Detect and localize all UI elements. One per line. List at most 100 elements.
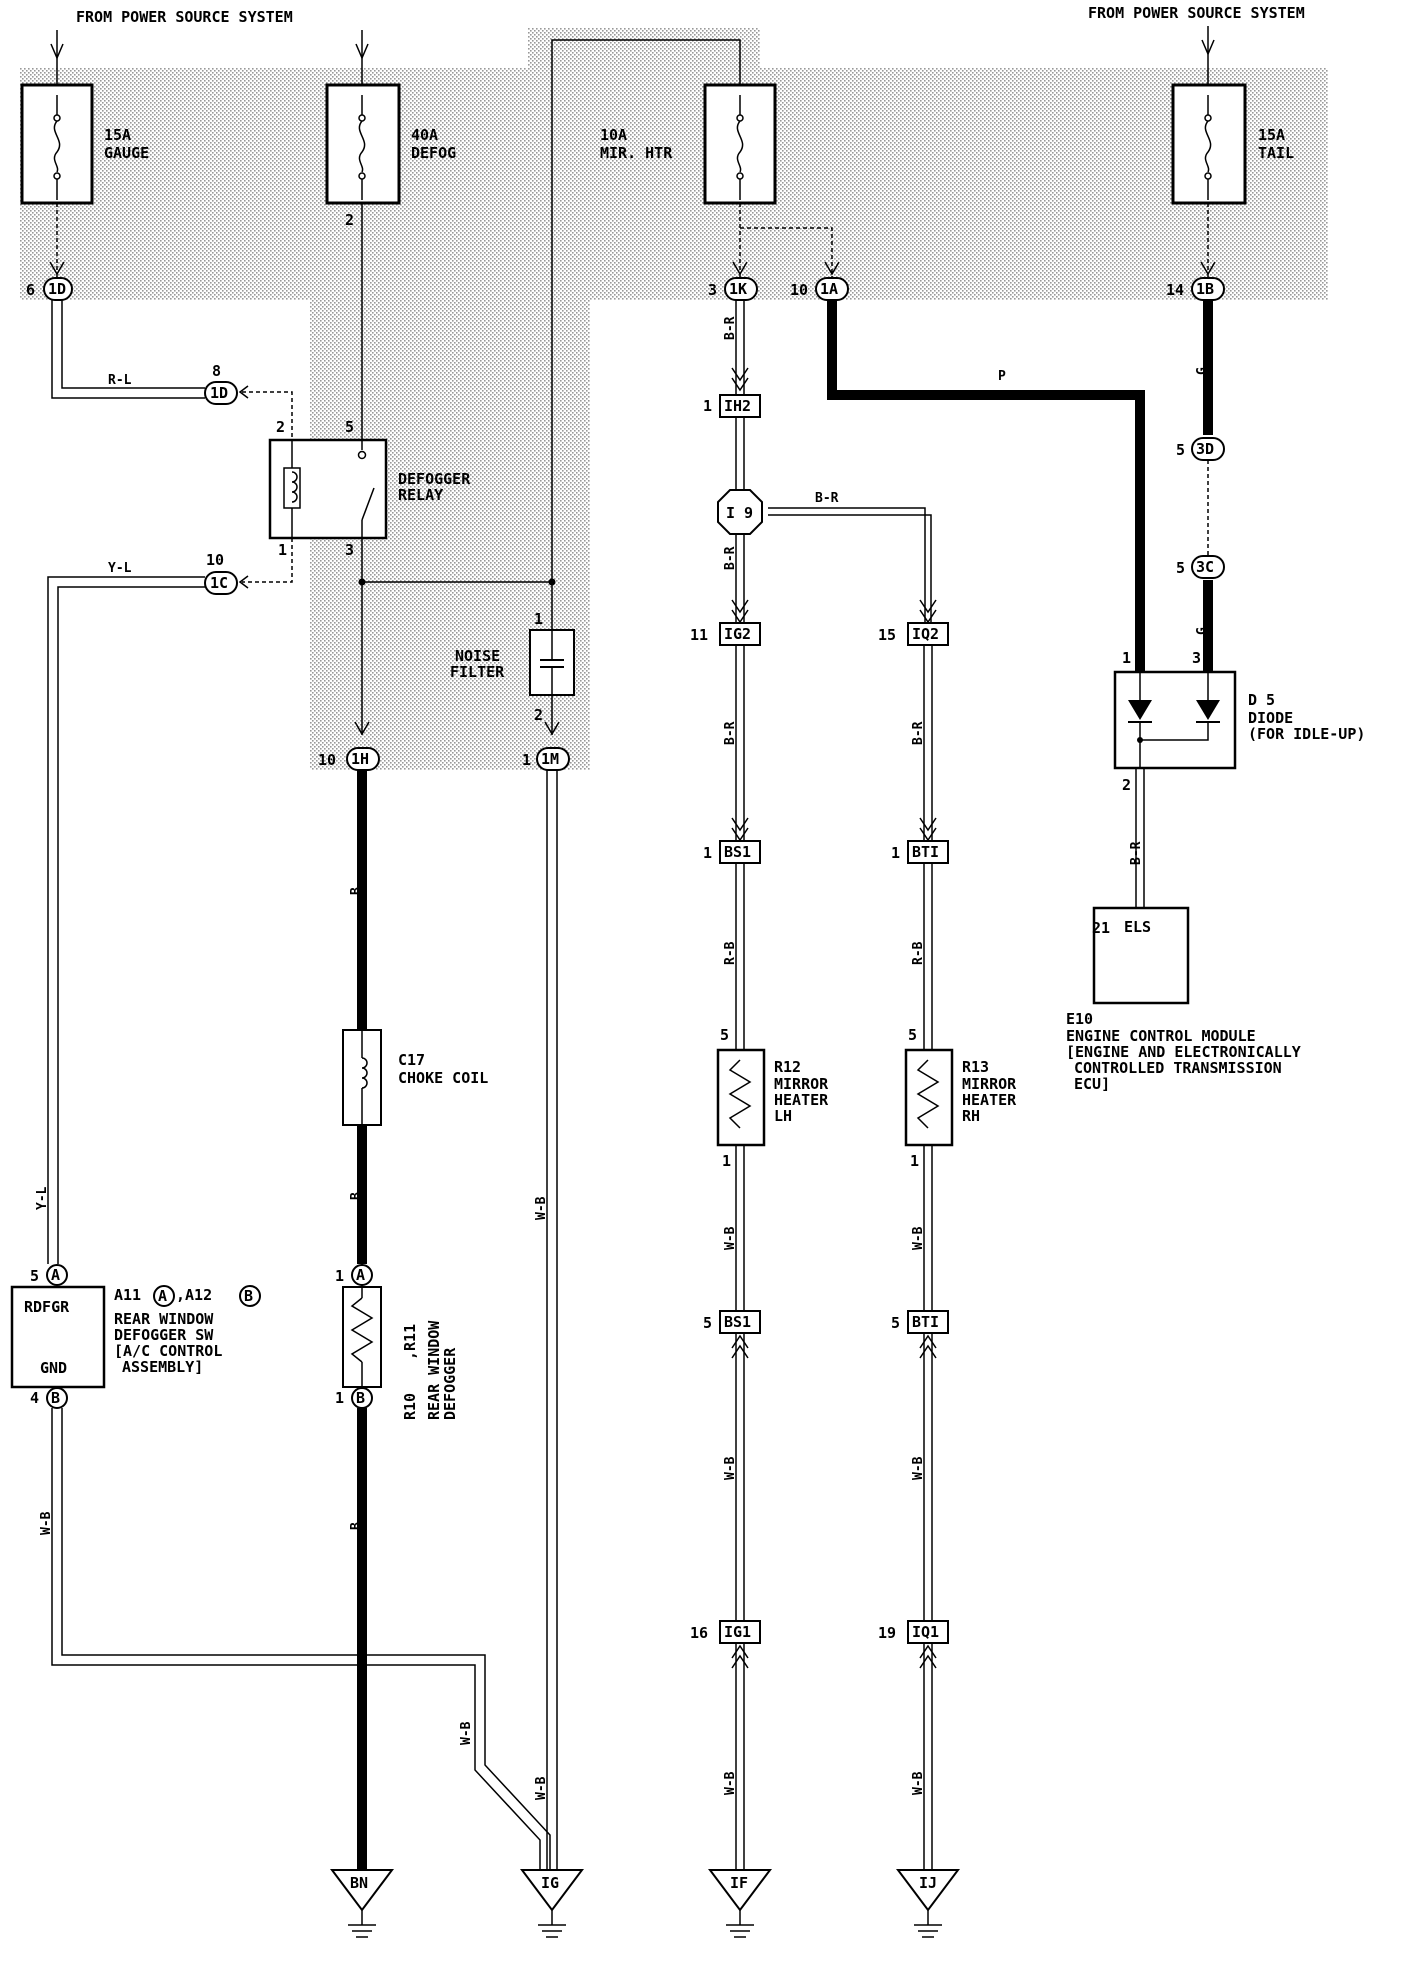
svg-text:1M: 1M [541,750,559,768]
wire-label-br-4: B-R [723,721,738,745]
wire-label-g-1: G [1195,367,1210,375]
svg-text:CHOKE COIL: CHOKE COIL [398,1069,488,1087]
fuse-gauge-name: GAUGE [104,144,149,162]
engine-control-module: ELS 21 E10 ENGINE CONTROL MODULE [ENGINE… [1066,906,1301,1093]
svg-text:BN: BN [350,1874,368,1892]
connector-10-1h: 1H 10 [318,747,380,771]
wire-label-b-1: B [349,887,364,895]
idle-up-diode: 1 3 2 D 5 DIODE (FOR IDLE-UP) [1113,649,1365,794]
svg-text:NOISE: NOISE [455,647,500,665]
wire-color-labels: R-L Y-L P B-R B-R B-R B-R B-R R-B R-B W-… [35,316,1210,1800]
wire-label-wb-5: W-B [723,1771,738,1795]
connector-10-1a: 1A 10 [790,277,849,301]
svg-text:10: 10 [790,281,808,299]
svg-text:(FOR IDLE-UP): (FOR IDLE-UP) [1248,725,1365,743]
svg-text:5: 5 [720,1026,729,1044]
svg-text:1A: 1A [820,280,838,298]
svg-text:IG2: IG2 [724,625,751,643]
svg-text:R12: R12 [774,1058,801,1076]
defogger-id: R10 [401,1393,419,1420]
incoming-arrows [50,26,1215,85]
svg-text:RDFGR: RDFGR [24,1298,70,1316]
wire-label-br-5: B-R [911,721,926,745]
ground-bn: BN [330,1869,394,1938]
wire-label-g-2: G [1195,627,1210,635]
svg-text:C17: C17 [398,1051,425,1069]
svg-text:IG: IG [541,1874,559,1892]
svg-text:HEATER: HEATER [774,1091,829,1109]
svg-text:DEFOGGER: DEFOGGER [398,470,471,488]
svg-text:1: 1 [703,397,712,415]
svg-text:5: 5 [1176,441,1185,459]
wire-label-wb-3: W-B [723,1456,738,1480]
fuse-defog-amp: 40A [411,126,438,144]
svg-text:DIODE: DIODE [1248,709,1293,727]
svg-text:1K: 1K [729,280,747,298]
svg-text:MIRROR: MIRROR [774,1075,829,1093]
wire-label-yl: Y-L [108,561,132,576]
svg-text:5: 5 [703,1314,712,1332]
svg-text:BS1: BS1 [724,1313,751,1331]
ground-ig: IG [520,1869,584,1938]
noise-filter: 1 2 NOISE FILTER [450,610,575,724]
fuse-gauge-amp: 15A [104,126,131,144]
svg-text:B: B [356,1389,365,1407]
wire-label-wb-4: W-B [911,1456,926,1480]
svg-text:5: 5 [30,1267,39,1285]
svg-text:3: 3 [708,281,717,299]
svg-text:ECU]: ECU] [1074,1075,1110,1093]
svg-text:A: A [158,1287,167,1305]
wire-label-br-1: B-R [723,316,738,340]
fuse-tail-amp: 15A [1258,126,1285,144]
svg-text:IQ2: IQ2 [912,625,939,643]
svg-text:E10: E10 [1066,1010,1093,1028]
svg-text:11: 11 [690,626,708,644]
svg-text:2: 2 [1122,776,1131,794]
connector-5-3c: 3C 5 [1176,555,1225,579]
wire-label-wb-7: W-B [534,1196,549,1220]
svg-text:LH: LH [774,1107,792,1125]
fuse-mirror-heater-name: MIR. HTR [600,144,673,162]
svg-text:GND: GND [40,1359,67,1377]
svg-text:1: 1 [703,844,712,862]
svg-text:1H: 1H [351,750,369,768]
svg-text:ELS: ELS [1124,918,1151,936]
fuse-defog: 40A DEFOG [325,83,456,205]
svg-text:A: A [356,1266,365,1284]
svg-text:3: 3 [1192,649,1201,667]
ground-if: IF [708,1869,772,1938]
svg-text:1: 1 [522,751,531,769]
svg-text:10: 10 [318,751,336,769]
rear-window-defogger: A B 1 1 R10 ,R11 REAR WINDOW DEFOGGER [335,1264,459,1420]
svg-text:1: 1 [534,610,543,628]
wire-arrows [49,261,1216,1669]
svg-text:1: 1 [335,1389,344,1407]
svg-text:B: B [51,1389,60,1407]
junction-ig2-left: IG2 11 [690,622,761,646]
svg-text:ENGINE CONTROL MODULE: ENGINE CONTROL MODULE [1066,1027,1256,1045]
svg-text:DEFOGGER SW: DEFOGGER SW [114,1326,214,1344]
wire-label-wb-10: W-B [39,1511,54,1535]
choke-coil: 1 C17 CHOKE COIL [342,1001,488,1126]
svg-text:IQ1: IQ1 [912,1623,939,1641]
svg-text:IH2: IH2 [724,397,751,415]
svg-text:1: 1 [910,1152,919,1170]
svg-text:10: 10 [206,551,224,569]
svg-text:IF: IF [730,1874,748,1892]
svg-text:14: 14 [1166,281,1184,299]
svg-text:2: 2 [276,418,285,436]
wire-label-br-2: B-R [723,546,738,570]
svg-text:HEATER: HEATER [962,1091,1017,1109]
svg-text:1: 1 [335,1267,344,1285]
junction-ih2: IH2 1 [703,394,761,418]
junction-i9: I 9 [717,489,763,535]
svg-text:1C: 1C [210,574,228,592]
svg-text:21: 21 [1092,919,1110,937]
svg-text:BTI: BTI [912,1313,939,1331]
svg-text:,A12: ,A12 [176,1286,212,1304]
power-source-label-left: FROM POWER SOURCE SYSTEM [76,8,293,26]
wire-label-wb-2: W-B [911,1226,926,1250]
wire-label-br-6: B-R [1129,841,1144,865]
svg-text:1: 1 [891,844,900,862]
svg-text:5: 5 [1176,559,1185,577]
